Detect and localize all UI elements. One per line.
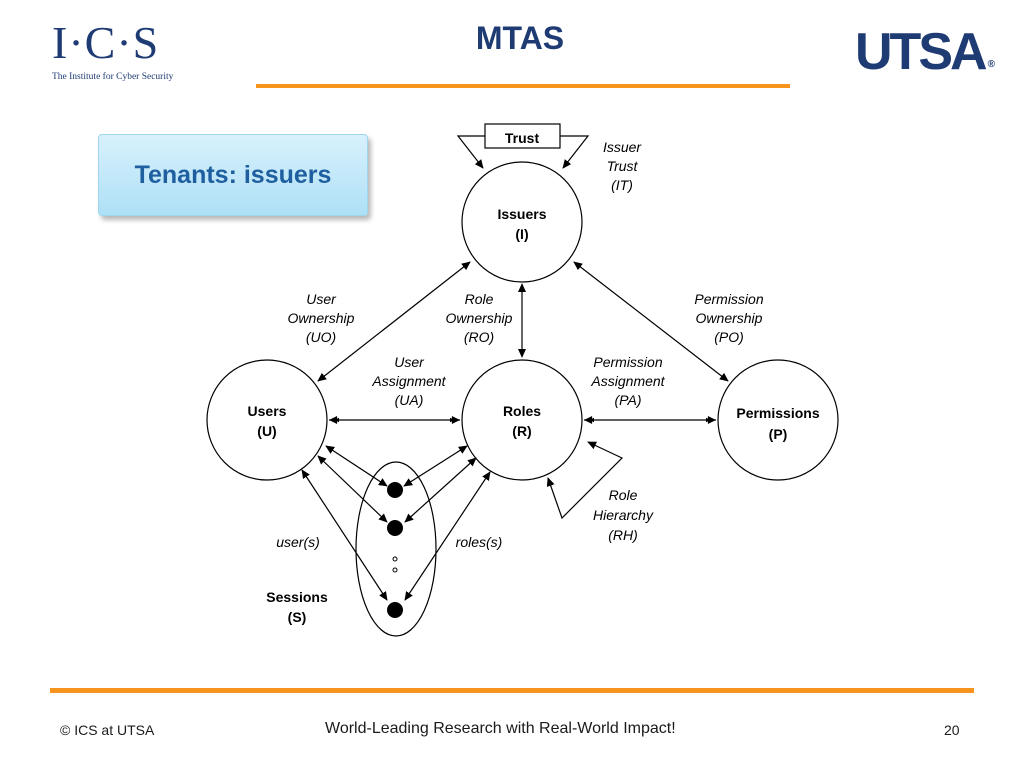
session-dot-3 [387,602,403,618]
title-underline [256,84,790,88]
it-label-3: (IT) [611,177,633,193]
rh-label-3: (RH) [608,527,638,543]
session-dot-2 [387,520,403,536]
ro-label-2: Ownership [446,310,513,326]
utsa-logo-reg: ® [987,59,995,70]
po-edge [573,261,729,382]
role-session-edge-3 [404,471,491,601]
page-number: 20 [944,722,960,738]
callout-text: Tenants: issuers [134,161,332,189]
roles-abbrev: (R) [512,423,531,439]
ua-label-1: User [394,354,425,370]
session-dot-1 [387,482,403,498]
issuers-label: Issuers [497,206,546,222]
tenants-callout: Tenants: issuers [98,134,368,216]
user-s-label: user(s) [276,534,320,550]
sessions-label: Sessions [266,589,328,605]
uo-edge [317,261,471,382]
pa-label-3: (PA) [615,392,642,408]
ua-label-2: Assignment [371,373,446,389]
ellipsis-dot-2 [392,567,398,573]
uo-label-1: User [306,291,337,307]
po-label-2: Ownership [696,310,763,326]
it-label-1: Issuer [603,139,642,155]
users-label: Users [248,403,287,419]
trust-label: Trust [505,130,540,146]
page-title: MTAS [475,20,565,56]
uo-label-2: Ownership [288,310,355,326]
ics-logo: I·C·S The Institute for Cyber Security [52,18,192,98]
utsa-logo: UTSA® [855,23,995,95]
ro-label-1: Role [465,291,494,307]
user-session-edge-3 [301,469,388,601]
po-label-1: Permission [694,291,763,307]
sessions-abbrev: (S) [288,609,307,625]
ro-label-3: (RO) [464,329,494,345]
rh-loop [546,441,624,520]
footer-copyright: © ICS at UTSA [60,722,155,738]
pa-label-2: Assignment [590,373,665,389]
trust-loop-left [456,135,485,169]
uo-label-3: (UO) [306,329,336,345]
po-label-3: (PO) [714,329,744,345]
trust-loop-right [560,135,590,169]
ua-label-3: (UA) [395,392,424,408]
users-node [206,359,328,481]
permissions-label: Permissions [736,405,819,421]
pa-label-1: Permission [593,354,662,370]
ics-logo-subtitle: The Institute for Cyber Security [52,72,174,82]
permissions-node [717,359,839,481]
users-abbrev: (U) [257,423,276,439]
roles-label: Roles [503,403,541,419]
issuers-abbrev: (I) [515,226,528,242]
permissions-abbrev: (P) [769,426,788,442]
rh-label-2: Hierarchy [593,507,654,523]
user-session-edge-1 [325,445,388,487]
it-label-2: Trust [607,158,639,174]
role-session-edge-1 [403,445,468,487]
roles-node [461,359,583,481]
roles-s-label: roles(s) [456,534,503,550]
utsa-logo-mark: UTSA [855,23,988,81]
ics-logo-mark: I·C·S [52,17,160,68]
ellipsis-dot-1 [392,556,398,562]
issuers-node [461,161,583,283]
rh-label-1: Role [609,487,638,503]
footer-tagline: World-Leading Research with Real-World I… [325,720,676,737]
footer-rule [50,688,974,693]
